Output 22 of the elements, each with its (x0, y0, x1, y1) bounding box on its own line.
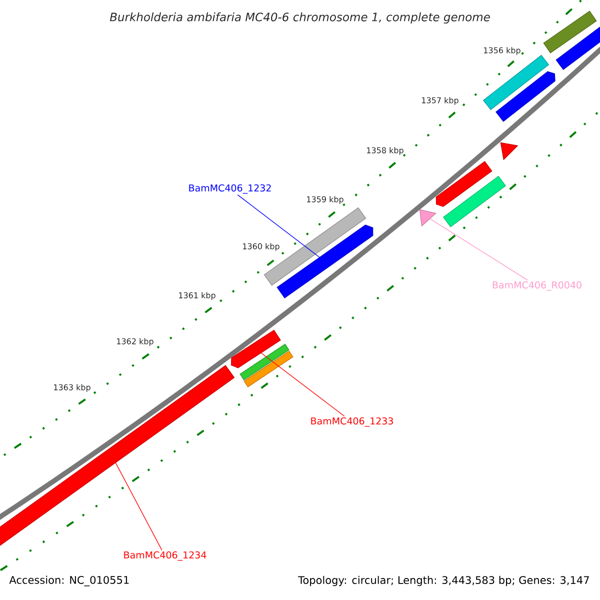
gene-label: BamMC406_1232 (189, 184, 271, 194)
gene-label: BamMC406_1233 (311, 417, 393, 427)
leader-line (260, 352, 345, 416)
gene-label: BamMC406_R0040 (492, 281, 582, 291)
tick-label: 1361 kbp (179, 292, 216, 300)
tick-label: 1356 kbp (484, 47, 520, 55)
tick-label: 1359 kbp (307, 196, 344, 204)
accession-text: Accession: NC_010551 (9, 576, 129, 586)
gene-marker (419, 209, 436, 227)
tick-label: 1362 kbp (117, 338, 154, 346)
gene-label: BamMC406_1234 (124, 551, 206, 561)
tick-label: 1360 kbp (243, 243, 280, 251)
gene-feature (0, 365, 235, 547)
gene-feature (230, 330, 281, 368)
tick-label: 1358 kbp (367, 147, 404, 155)
tick-label: 1363 kbp (54, 384, 90, 392)
leader-line (429, 218, 528, 280)
tick-label: 1357 kbp (422, 97, 458, 105)
title: Burkholderia ambifaria MC40-6 chromosome 1, complete genome (110, 12, 490, 24)
genome-info: Topology: circular; Length: 3,443,583 bp; Genes: 3,147 (298, 576, 589, 586)
leader-line (115, 462, 162, 550)
leader-line (237, 194, 320, 258)
